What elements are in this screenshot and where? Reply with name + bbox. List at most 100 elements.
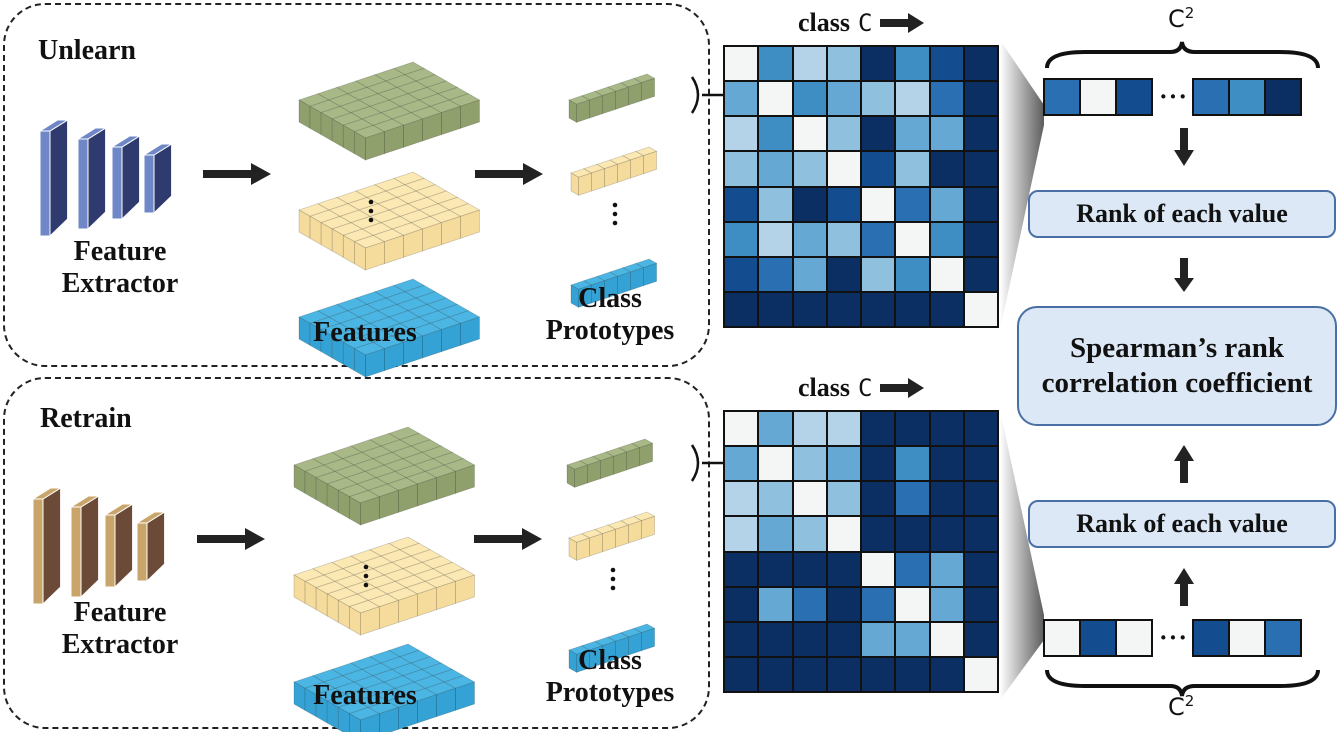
- feature-cell-side: [615, 86, 629, 110]
- matrix-cell: [793, 657, 826, 691]
- matrix-cell: [964, 587, 997, 621]
- matrix-cell: [725, 117, 758, 151]
- matrix-cell: [827, 257, 860, 291]
- vector-cell: [1228, 619, 1267, 657]
- extractor-layer-front: [143, 154, 155, 214]
- matrix-cell: [964, 622, 997, 656]
- matrix-cell: [862, 47, 895, 81]
- extractor-layer-front: [104, 514, 116, 588]
- matrix-cell: [896, 187, 929, 221]
- feature-cell-side: [568, 537, 577, 562]
- matrix-cell: [827, 482, 860, 516]
- matrix-cell: [759, 517, 792, 551]
- matrix-cell: [725, 657, 758, 691]
- class-text: class: [798, 373, 850, 402]
- rank-box-bottom: Rank of each value: [1028, 500, 1336, 548]
- feature-cell-side: [613, 451, 627, 475]
- matrix-cell: [862, 517, 895, 551]
- arrow-right-icon: [474, 528, 542, 550]
- label-line: Class: [578, 645, 642, 676]
- ellipsis-dot: [612, 211, 618, 217]
- matrix-cell: [862, 587, 895, 621]
- matrix-cell: [827, 517, 860, 551]
- matrix-cell: [964, 187, 997, 221]
- matrix-cell: [896, 257, 929, 291]
- feature-extractor-icon-retrain: [31, 487, 167, 606]
- ellipsis-dot: [363, 582, 369, 588]
- matrix-cell: [793, 117, 826, 151]
- feature-cell-side: [578, 172, 592, 196]
- matrix-cell: [759, 412, 792, 446]
- feature-cell-side: [626, 447, 640, 471]
- matrix-cell: [827, 187, 860, 221]
- exponent: 2: [1184, 4, 1195, 22]
- feature-cell-side: [349, 495, 361, 526]
- vector-cell: [1043, 619, 1081, 657]
- matrix-cell: [896, 517, 929, 551]
- matrix-cell: [964, 517, 997, 551]
- feature-extractor-label-retrain: Feature Extractor: [55, 597, 185, 661]
- matrix-cell: [930, 47, 963, 81]
- class-prototypes-retrain: [566, 438, 656, 674]
- matrix-cell: [759, 152, 792, 186]
- matrix-cell: [759, 187, 792, 221]
- feature-cell-side: [630, 155, 644, 179]
- matrix-cell: [725, 292, 758, 326]
- arrow-up-icon: [1174, 568, 1194, 606]
- arrow-up-icon: [1174, 445, 1194, 483]
- matrix-cell: [964, 482, 997, 516]
- matrix-cell: [759, 257, 792, 291]
- feature-cell-side: [460, 316, 480, 346]
- feature-cell-side: [589, 533, 603, 557]
- ellipsis-dot: [610, 576, 616, 582]
- matrix-cell: [930, 82, 963, 116]
- feature-cell-side: [641, 77, 655, 102]
- feature-extractor-icon-unlearn: [38, 119, 174, 238]
- matrix-cell: [793, 622, 826, 656]
- ellipsis-dot: [368, 208, 374, 214]
- extractor-layer-front: [70, 506, 82, 598]
- matrix-header-unlearn: class C: [798, 8, 925, 38]
- matrix-cell: [827, 447, 860, 481]
- feature-cell-side: [587, 460, 601, 484]
- ellipsis: ···: [1159, 623, 1189, 652]
- feature-cell-side: [570, 172, 579, 197]
- feature-cell-side: [354, 240, 366, 271]
- matrix-cell: [793, 482, 826, 516]
- matrix-cell: [759, 552, 792, 586]
- matrix-cell: [862, 552, 895, 586]
- vector-cell: [1192, 619, 1231, 657]
- matrix-cell: [827, 622, 860, 656]
- label-line: Prototypes: [545, 315, 675, 347]
- matrix-cell: [930, 187, 963, 221]
- feature-cell-side: [360, 713, 380, 732]
- matrix-cell: [827, 47, 860, 81]
- extractor-layer-top: [76, 127, 108, 140]
- feature-cell-side: [349, 712, 361, 732]
- matrix-cell: [896, 47, 929, 81]
- matrix-cell: [896, 622, 929, 656]
- matrix-cell: [862, 222, 895, 256]
- matrix-cell: [930, 152, 963, 186]
- feature-cell-side: [568, 99, 577, 124]
- matrix-cell: [964, 47, 997, 81]
- matrix-cell: [862, 622, 895, 656]
- matrix-cell: [793, 552, 826, 586]
- features-label-retrain: Features: [313, 680, 417, 711]
- matrix-cell: [964, 292, 997, 326]
- matrix-cell: [930, 517, 963, 551]
- matrix-cell: [896, 412, 929, 446]
- matrix-cell: [793, 587, 826, 621]
- extractor-layer-side: [49, 119, 69, 238]
- feature-cell-side: [576, 99, 590, 123]
- ellipsis-dot: [363, 573, 369, 579]
- matrix-cell: [725, 517, 758, 551]
- matrix-cell: [759, 82, 792, 116]
- feature-cell-side: [617, 159, 631, 183]
- vector-cell: [1192, 78, 1231, 116]
- matrix-cell: [827, 292, 860, 326]
- matrix-cell: [964, 412, 997, 446]
- matrix-cell: [930, 657, 963, 691]
- matrix-cell: [930, 117, 963, 151]
- matrix-cell: [964, 117, 997, 151]
